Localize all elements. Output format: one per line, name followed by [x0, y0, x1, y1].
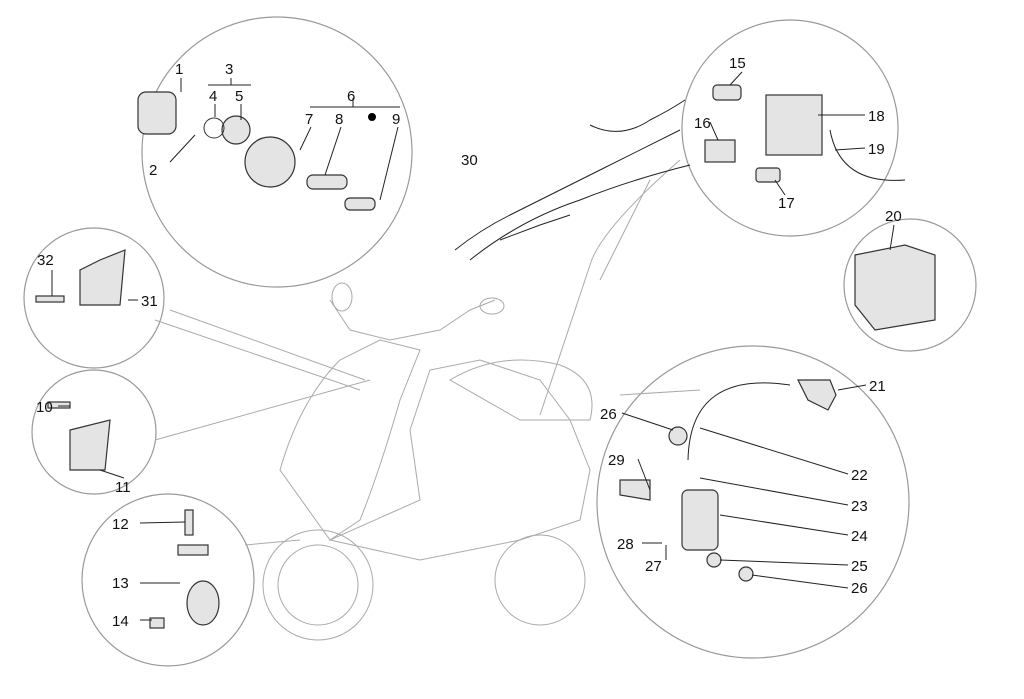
label-24: 24: [851, 528, 868, 545]
label-7: 7: [305, 111, 313, 128]
label-31: 31: [141, 293, 158, 310]
label-10: 10: [36, 399, 53, 416]
wiring-harness-part: [454, 99, 691, 261]
label-27: 27: [645, 558, 662, 575]
leader-lines: [51, 71, 895, 621]
detail-circle-ecu: [843, 218, 977, 352]
label-32: 32: [37, 252, 54, 269]
label-1: 1: [175, 61, 183, 78]
label-15: 15: [729, 55, 746, 72]
label-26-upper: 26: [600, 406, 617, 423]
label-14: 14: [112, 613, 129, 630]
label-26-lower: 26: [851, 580, 868, 597]
label-28: 28: [617, 536, 634, 553]
label-20: 20: [885, 208, 902, 225]
label-22: 22: [851, 467, 868, 484]
label-13: 13: [112, 575, 129, 592]
detail-circle-battery: [681, 19, 899, 237]
label-19: 19: [868, 141, 885, 158]
label-2: 2: [149, 162, 157, 179]
label-18: 18: [868, 108, 885, 125]
label-30: 30: [461, 152, 478, 169]
label-21: 21: [869, 378, 886, 395]
detail-circle-regulator: [23, 227, 165, 369]
label-9: 9: [392, 111, 400, 128]
label-17: 17: [778, 195, 795, 212]
label-11: 11: [115, 479, 131, 496]
scooter-illustration: [154, 159, 701, 641]
part-shapes: [35, 84, 936, 629]
label-6: 6: [347, 88, 355, 105]
part-number-labels: 1 2 3 4 5 6 7 8 9 10 11 12 13 14 15 16 1…: [36, 55, 902, 630]
label-5: 5: [235, 88, 243, 105]
detail-circle-horn: [81, 493, 255, 667]
label-23: 23: [851, 498, 868, 515]
label-29: 29: [608, 452, 625, 469]
detail-circle-ignition-coil: [596, 345, 910, 659]
label-4: 4: [209, 88, 217, 105]
label-12: 12: [112, 516, 129, 533]
label-3: 3: [225, 61, 233, 78]
label-16: 16: [694, 115, 711, 132]
label-25: 25: [851, 558, 868, 575]
label-8: 8: [335, 111, 343, 128]
detail-circle-ignition: [141, 16, 413, 288]
detail-circle-relay: [31, 369, 157, 495]
